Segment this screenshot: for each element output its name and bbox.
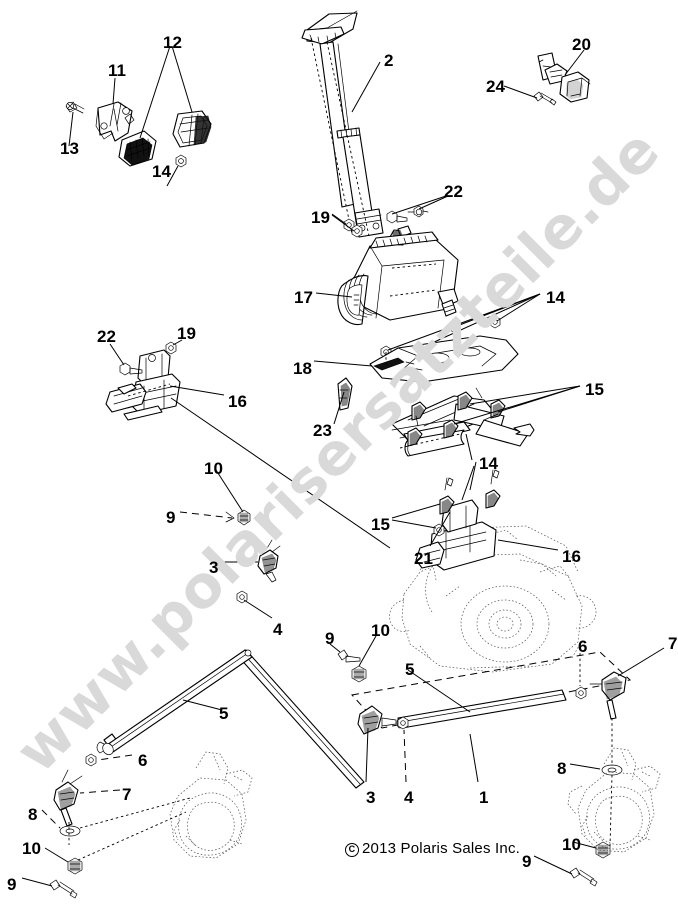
callout-3: 3 (209, 558, 219, 577)
callout-9: 9 (325, 629, 335, 648)
callout-15: 15 (585, 380, 604, 399)
part-20-bracket (537, 52, 591, 103)
callout-16: 16 (562, 547, 581, 566)
part-8-washer-left (59, 825, 81, 837)
callout-3: 3 (366, 788, 376, 807)
callout-22: 22 (444, 182, 463, 201)
callout-23: 23 (313, 421, 332, 440)
steering-knuckle-left (169, 751, 253, 859)
callout-22: 22 (97, 327, 116, 346)
part-19-nut-b (351, 224, 363, 238)
callout-9: 9 (7, 875, 17, 894)
part-1-tie-rod-assembly-box (351, 651, 632, 729)
part-15-joint-a (439, 477, 455, 515)
callout-19: 19 (177, 324, 196, 343)
callout-4: 4 (404, 788, 414, 807)
callout-18: 18 (293, 359, 312, 378)
part-9-screw-lower-left (49, 879, 78, 899)
part-10-nut-mid-right (351, 665, 367, 683)
part-22-bolt-a (386, 210, 408, 224)
callout-10: 10 (22, 839, 41, 858)
callout-10: 10 (204, 459, 223, 478)
part-5-tie-rod-right (396, 689, 567, 729)
copyright-symbol: C (345, 843, 359, 857)
callout-24: 24 (486, 77, 505, 96)
part-9-screw-mid-right (337, 649, 361, 663)
part-3-tie-rod-end-left-mid (257, 539, 281, 583)
callout-10: 10 (371, 621, 390, 640)
part-16-bracket-left (105, 349, 181, 421)
copyright-text: 2013 Polaris Sales Inc. (362, 840, 521, 857)
callout-21: 21 (414, 549, 433, 568)
part-14-nut-m4 (489, 315, 501, 329)
part-7-tie-rod-end-left (53, 769, 83, 827)
callout-7: 7 (668, 634, 678, 653)
callout-2: 2 (384, 51, 394, 70)
part-9-screw-lower-right (569, 867, 598, 887)
callout-19: 19 (311, 208, 330, 227)
callout-10: 10 (562, 835, 581, 854)
part-5-tie-rod-left-shaft (102, 649, 253, 756)
callout-6: 6 (138, 751, 148, 770)
callout-14: 14 (152, 162, 171, 181)
part-15-joint-b (485, 469, 501, 509)
callout-1: 1 (479, 788, 489, 807)
part-12-connector-left (118, 130, 157, 167)
part-4-nut-right-box (397, 716, 409, 730)
part-8-washer-right (601, 764, 623, 776)
callout-5: 5 (405, 660, 415, 679)
callout-8: 8 (557, 759, 567, 778)
part-2-steering-column (301, 10, 384, 238)
callout-9: 9 (522, 852, 532, 871)
part-22-bolt-left (119, 362, 143, 376)
part-14-nut-top (175, 154, 187, 168)
callout-6: 6 (578, 637, 588, 656)
callout-13: 13 (60, 139, 79, 158)
part-13-bolt (65, 101, 85, 114)
callout-12: 12 (163, 33, 182, 52)
callout-4: 4 (273, 620, 283, 639)
part-6-nut-right-box (575, 686, 587, 700)
rack-assembly-upper (391, 387, 535, 457)
callout-15: 15 (371, 515, 390, 534)
callout-16: 16 (228, 392, 247, 411)
part-11-bracket (95, 101, 135, 142)
callout-20: 20 (572, 35, 591, 54)
part-10-nut-left-mid (237, 509, 251, 526)
part-12-connector-right (172, 110, 212, 148)
part-23-linkage-arm (337, 377, 353, 411)
part-7-tie-rod-end-right (589, 671, 627, 720)
callout-5: 5 (219, 704, 229, 723)
callout-14: 14 (546, 288, 565, 307)
callout-14: 14 (479, 454, 498, 473)
part-17-eps-motor (337, 225, 459, 326)
callout-11: 11 (108, 61, 126, 80)
callout-7: 7 (122, 785, 132, 804)
part-18-mount-plate (369, 335, 519, 383)
part-6-nut-left (85, 753, 97, 767)
steering-knuckle-right (567, 747, 661, 853)
part-10-nut-lower-right (595, 841, 611, 859)
part-3-tie-rod-end-right-box (357, 705, 397, 735)
callout-8: 8 (28, 805, 38, 824)
callout-9: 9 (166, 508, 176, 527)
part-10-nut-lower-left (67, 857, 83, 875)
part-24-screw (533, 91, 557, 106)
callout-17: 17 (294, 288, 313, 307)
